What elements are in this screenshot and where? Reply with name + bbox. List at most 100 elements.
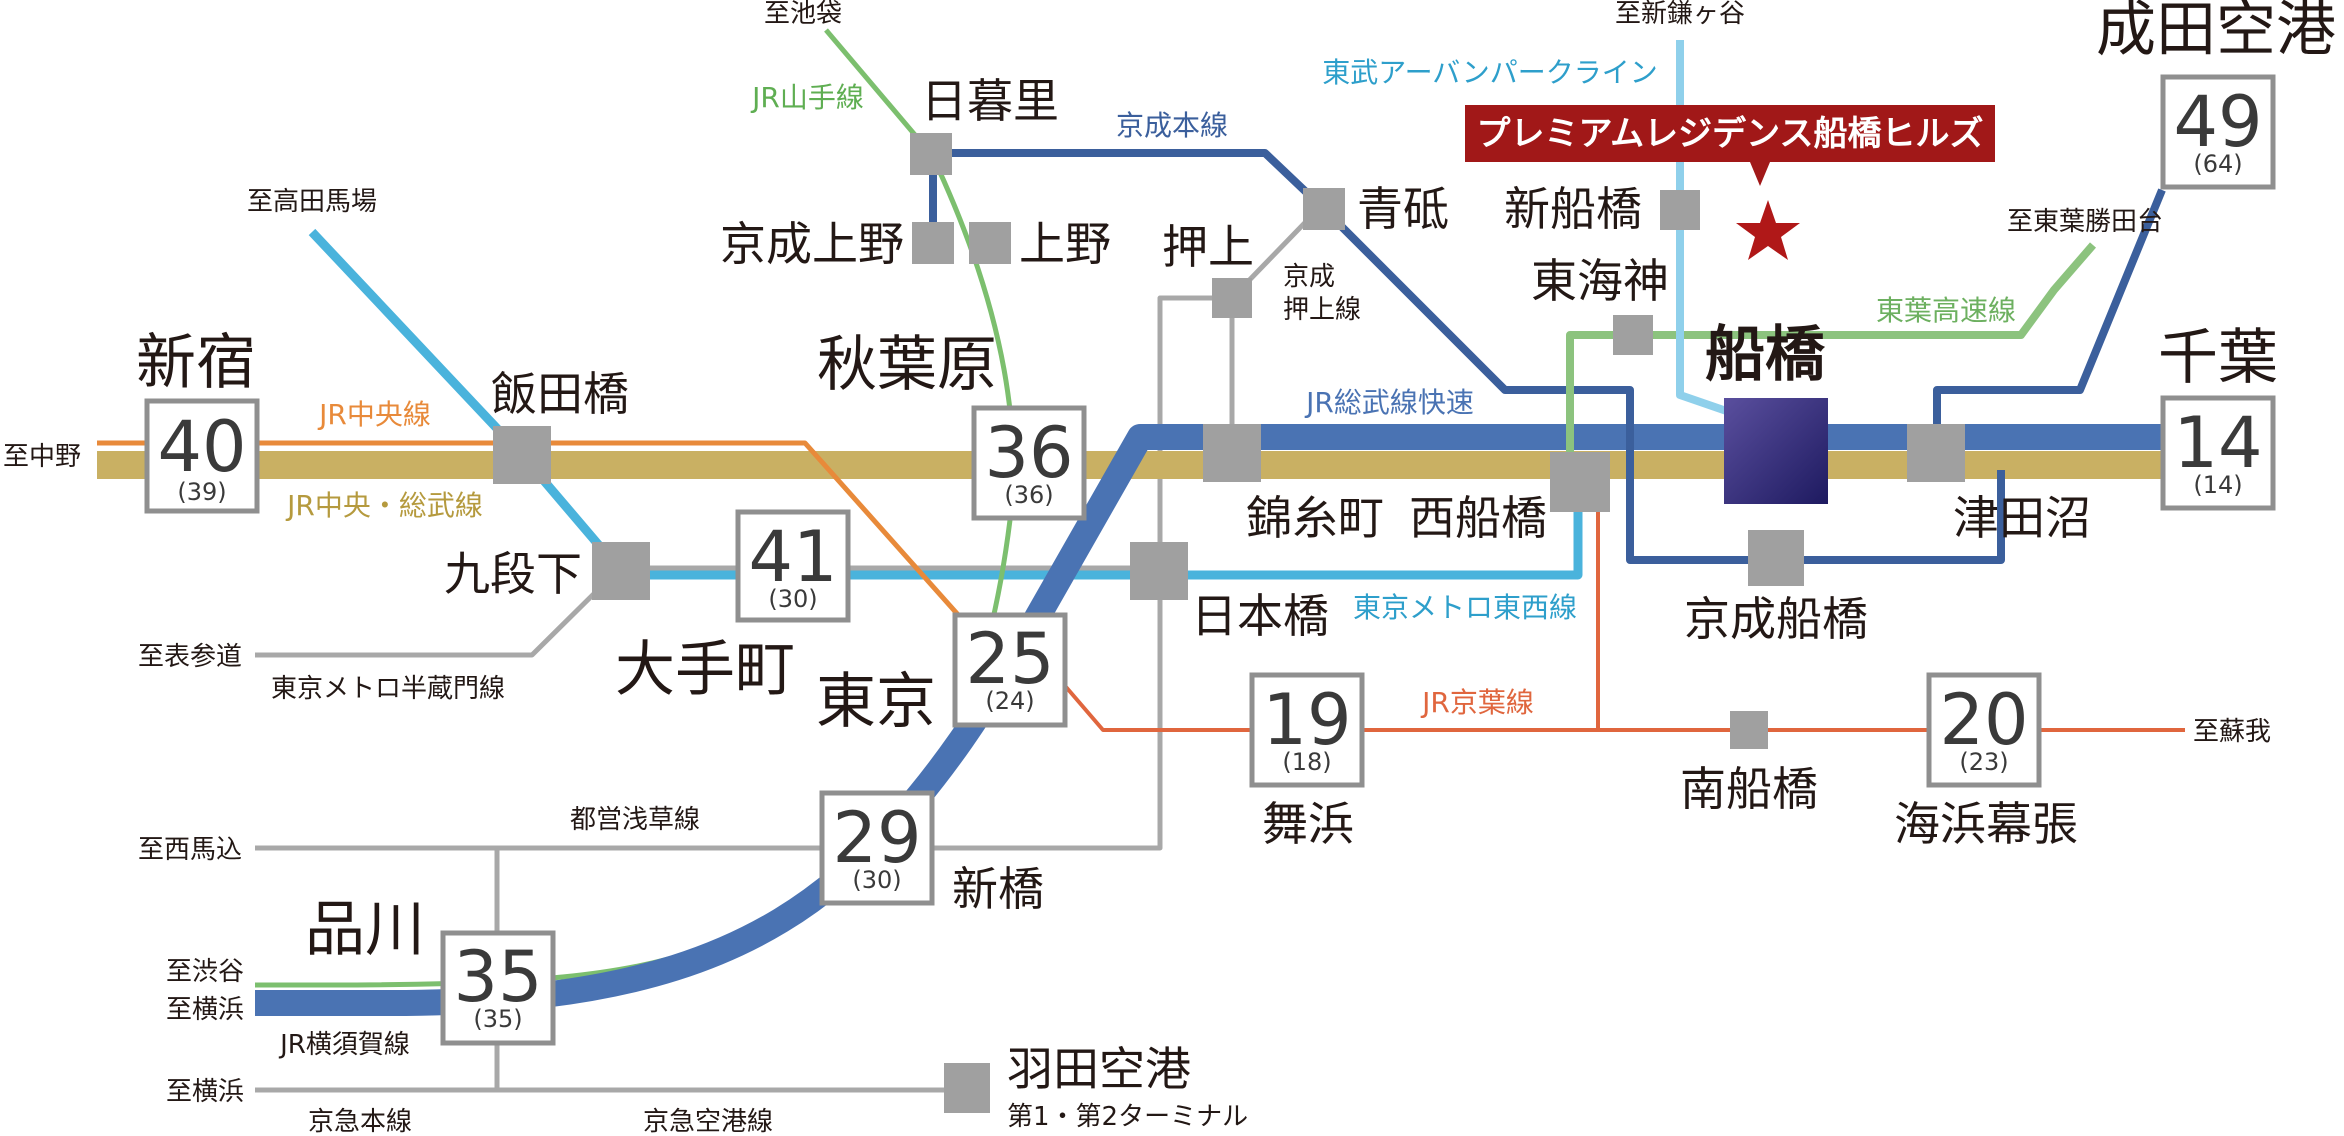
time-main: 41 [748,516,837,598]
label-tobu-urban-park: 東武アーバンパークライン [1322,56,1657,89]
time-main: 36 [984,412,1073,494]
banner-text: プレミアムレジデンス船橋ヒルズ [1477,114,1984,154]
line-sobu-rapid [255,424,2170,1016]
line-chuo [97,440,987,647]
label-jr-keiyo: JR京葉線 [1420,686,1534,719]
time-main: 14 [2173,402,2262,484]
station-nihonbashi[interactable] [1130,542,1188,600]
station-nippori[interactable] [910,133,952,175]
label-jr-sobu-rapid: JR総武線快速 [1304,386,1474,419]
label-chiba: 千葉 [2158,323,2278,393]
station-squares [493,133,1965,1113]
line-keiyo [1058,678,2185,732]
dir-omotesando: 至表参道 [138,642,242,672]
time-sub: (64) [2193,150,2242,178]
label-tsudanuma: 津田沼 [1953,491,2091,545]
time-boxes: 40 (39) 41 (30) 36 (36) 25 (24) 29 (30) … [144,74,2276,1046]
time-box-otemachi[interactable]: 41 (30) [735,509,851,623]
label-tokyo: 東京 [816,667,936,737]
line-asakusa-east [930,575,1163,851]
dir-shin-kamagaya: 至新鎌ヶ谷 [1615,0,1745,29]
station-tsudanuma[interactable] [1907,424,1965,482]
label-otemachi: 大手町 [615,635,795,705]
label-jr-yamanote: JR山手線 [750,81,864,114]
dir-nishi-magome: 至西馬込 [138,835,242,865]
time-sub: (23) [1959,748,2008,776]
label-keisei-oshiage-line: 京成 押上線 [1283,262,1361,325]
dir-takadanobaba: 至高田馬場 [247,187,377,217]
label-keisei-oshiage-2: 押上線 [1283,295,1361,325]
label-nihonbashi: 日本橋 [1191,589,1329,643]
label-toyo-rapid: 東葉高速線 [1876,294,2016,327]
time-sub: (39) [177,478,226,506]
label-narita: 成田空港 [2096,0,2336,65]
station-iidabashi[interactable] [493,426,551,484]
dir-nakano: 至中野 [3,442,81,472]
label-akihabara: 秋葉原 [817,330,997,400]
station-minami-funabashi[interactable] [1730,711,1768,749]
line-narita [1933,188,2166,437]
station-kinshicho[interactable] [1203,424,1261,482]
time-sub: (35) [473,1005,522,1033]
label-funabashi: 船橋 [1705,320,1826,390]
station-keisei-funabashi[interactable] [1748,530,1804,586]
dir-yokohama-keikyu: 至横浜 [166,1077,244,1107]
star-icon [1736,200,1800,260]
dir-yokohama-jr: 至横浜 [166,995,244,1025]
label-kaihin-makuhari: 海浜幕張 [1894,797,2078,851]
line-labels: JR中央線 JR中央・総武線 JR山手線 京成本線 東武アーバンパークライン 東… [271,56,2016,1136]
label-kudanshita: 九段下 [444,547,582,601]
label-keikyu-main: 京急本線 [308,1107,412,1136]
time-sub: (30) [852,866,901,894]
line-toyo [1566,242,2097,455]
station-ueno[interactable] [969,222,1011,264]
station-shin-funabashi[interactable] [1660,190,1700,230]
label-jr-chuo-sobu: JR中央・総武線 [285,489,483,522]
label-maihama: 舞浜 [1262,797,1354,851]
station-kudanshita[interactable] [592,542,650,600]
label-haneda-terminals: 第1・第2ターミナル [1007,1102,1248,1132]
line-tozai [620,455,1583,580]
time-main: 20 [1939,679,2028,761]
time-main: 25 [965,618,1054,700]
time-sub: (30) [768,585,817,613]
time-box-chiba[interactable]: 14 (14) [2160,395,2276,511]
time-box-kaihin-makuhari[interactable]: 20 (23) [1926,672,2042,788]
station-funabashi[interactable] [1724,398,1828,504]
time-main: 29 [832,797,921,879]
label-jr-yokosuka: JR横須賀線 [278,1030,410,1060]
label-shin-funabashi: 新船橋 [1504,182,1642,236]
dir-ikebukuro: 至池袋 [764,0,842,29]
time-box-maihama[interactable]: 19 (18) [1249,672,1365,788]
label-nippori: 日暮里 [921,74,1059,128]
label-keikyu-airport: 京急空港線 [643,1107,773,1136]
property-banner[interactable]: プレミアムレジデンス船橋ヒルズ [1465,105,1995,186]
time-box-tokyo[interactable]: 25 (24) [952,612,1068,728]
station-labels: 船橋 新宿 飯田橋 九段下 大手町 秋葉原 東京 新橋 品川 日暮里 京成上野 … [136,0,2336,1132]
station-oshiage[interactable] [1212,278,1252,318]
time-box-shinbashi[interactable]: 29 (30) [819,790,935,906]
direction-labels: 至池袋 至新鎌ヶ谷 至高田馬場 至東葉勝田台 至中野 至表参道 至蘇我 至西馬込… [3,0,2271,1107]
time-sub: (18) [1282,748,1331,776]
label-keisei-oshiage-1: 京成 [1283,262,1335,292]
time-box-narita[interactable]: 49 (64) [2160,74,2276,190]
time-sub: (14) [2193,471,2242,499]
station-aoto[interactable] [1303,188,1345,230]
label-keisei-main: 京成本線 [1116,109,1228,142]
time-box-shinjuku[interactable]: 40 (39) [144,398,260,514]
dir-soga: 至蘇我 [2193,717,2271,747]
time-box-akihabara[interactable]: 36 (36) [971,405,1087,521]
label-ueno: 上野 [1019,217,1111,271]
time-sub: (24) [985,687,1034,715]
time-main: 40 [157,406,246,488]
label-iidabashi: 飯田橋 [491,367,629,421]
station-nishi-funabashi[interactable] [1550,452,1610,512]
time-main: 49 [2173,81,2262,163]
station-haneda[interactable] [944,1063,990,1113]
time-box-shinagawa[interactable]: 35 (35) [440,930,556,1046]
station-higashi-kaijin[interactable] [1613,315,1653,355]
station-keisei-ueno[interactable] [912,222,954,264]
label-aoto: 青砥 [1357,182,1449,236]
dir-shibuya: 至渋谷 [166,957,244,987]
